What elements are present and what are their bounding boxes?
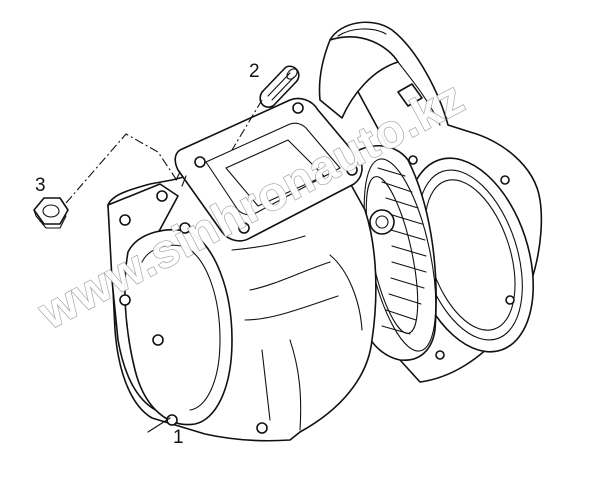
- stud-part: [259, 65, 300, 108]
- nut-part: [33, 197, 69, 229]
- turbine-housing: [107, 149, 377, 442]
- outlet-flange: [174, 97, 363, 242]
- compressor-housing: [318, 21, 543, 383]
- callout-3: 3: [35, 175, 46, 196]
- leader-lines: [65, 99, 263, 433]
- callout-1: 1: [173, 427, 184, 448]
- callout-2: 2: [249, 61, 260, 82]
